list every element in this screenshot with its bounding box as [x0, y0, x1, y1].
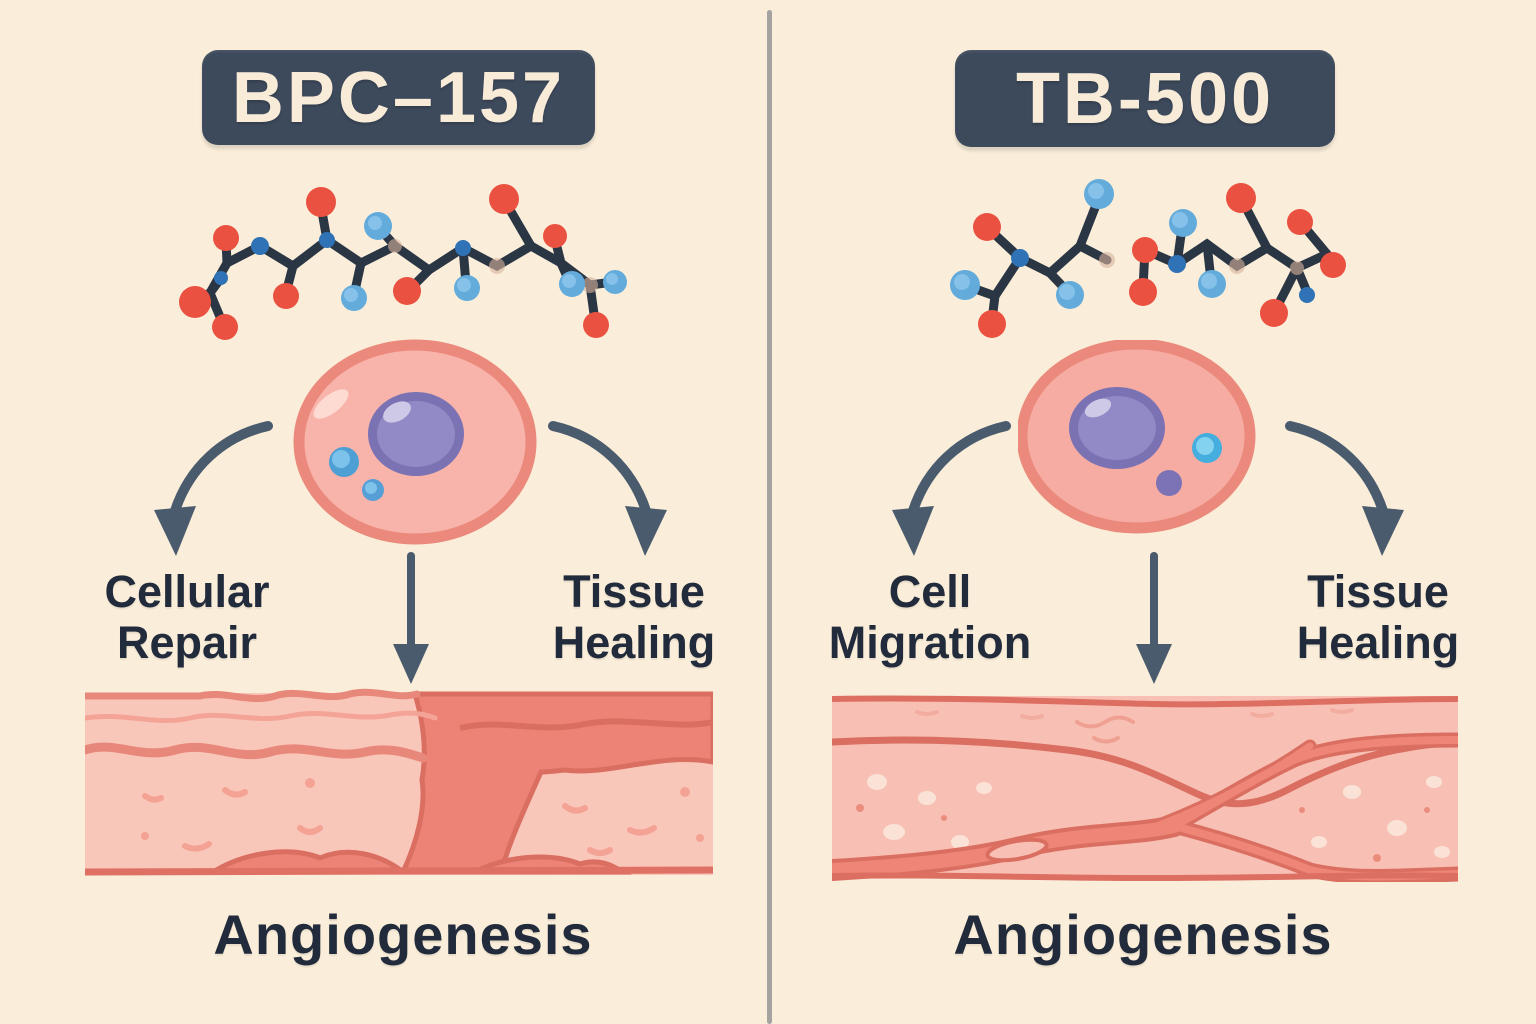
bpc157-curved-arrow-right-icon	[548, 421, 667, 556]
cell-highlight	[313, 389, 349, 419]
tb500-result-angiogenesis: Angiogenesis	[953, 903, 1333, 966]
cell-nucleus	[368, 392, 464, 476]
tb500-tissue-cross-section-icon	[832, 695, 1458, 882]
bpc157-title-badge: BPC–157	[202, 50, 595, 145]
cell-nucleus	[1069, 387, 1165, 469]
panel-divider	[767, 10, 772, 1024]
bpc157-result-angiogenesis: Angiogenesis	[213, 903, 593, 966]
bpc157-effect-cellular-repair: Cellular Repair	[104, 566, 270, 669]
tb500-effect-tissue-healing: Tissue Healing	[1296, 566, 1460, 669]
cell-vesicles	[1156, 433, 1222, 496]
tb500-effect-cell-migration: Cell Migration	[828, 566, 1032, 669]
bpc157-effect-tissue-healing: Tissue Healing	[552, 566, 716, 669]
bpc157-down-arrow-icon	[393, 552, 429, 684]
tissue-texture-dashes	[142, 787, 657, 856]
tb500-curved-arrow-left-icon	[892, 421, 1011, 556]
cell-vesicles	[329, 447, 384, 501]
bpc157-title: BPC–157	[231, 57, 566, 138]
bpc157-cell-icon	[293, 339, 537, 545]
tb500-down-arrow-icon	[1136, 552, 1172, 684]
bpc157-peptide-molecule-icon	[179, 184, 627, 340]
tb500-title: TB-500	[1015, 58, 1275, 139]
tb500-title-badge: TB-500	[955, 50, 1335, 147]
tb500-cell-icon	[1018, 340, 1256, 534]
tb500-curved-arrow-right-icon	[1285, 421, 1404, 556]
tb500-peptide-molecule-icon	[950, 179, 1346, 338]
tissue-light-spots	[867, 774, 1450, 858]
bpc157-tissue-cross-section-icon	[85, 688, 713, 876]
bpc157-curved-arrow-left-icon	[154, 421, 273, 556]
wound-repair-region	[399, 691, 713, 875]
